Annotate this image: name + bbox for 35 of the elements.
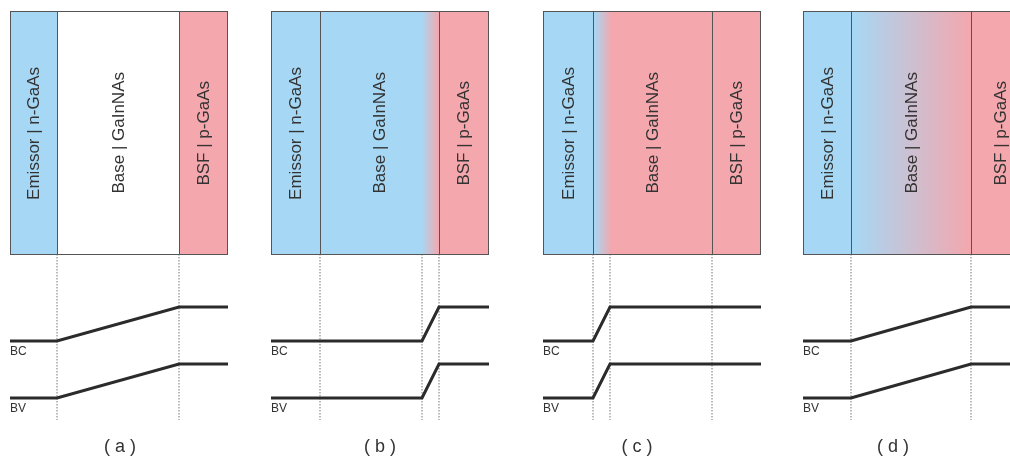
base-layer bbox=[851, 11, 972, 255]
band-label: BC bbox=[271, 345, 288, 357]
layer-label: Emissor | n-GaAs bbox=[23, 66, 45, 200]
layer-label: Base | GaInNAs bbox=[900, 72, 922, 194]
emitter-layer bbox=[543, 11, 594, 255]
emitter-layer bbox=[803, 11, 852, 255]
layer-label: BSF | p-GaAs bbox=[725, 80, 747, 186]
bsf-layer bbox=[179, 11, 228, 255]
emitter-layer bbox=[271, 11, 321, 255]
band-label: BV bbox=[803, 402, 819, 414]
band-label: BC bbox=[543, 345, 560, 357]
base-layer bbox=[57, 11, 180, 255]
layer-label: Emissor | n-GaAs bbox=[285, 66, 307, 200]
emitter-layer bbox=[10, 11, 58, 255]
layer-label: Emissor | n-GaAs bbox=[557, 66, 579, 200]
band-label: BV bbox=[10, 402, 26, 414]
band-label: BV bbox=[271, 402, 287, 414]
panel-caption: ( d ) bbox=[877, 437, 909, 455]
panel-caption: ( b ) bbox=[364, 437, 396, 455]
layer-label: BSF | p-GaAs bbox=[192, 80, 214, 186]
bsf-layer bbox=[439, 11, 489, 255]
base-layer bbox=[320, 11, 440, 255]
band-label: BC bbox=[803, 345, 820, 357]
bsf-layer bbox=[712, 11, 761, 255]
band-label: BV bbox=[543, 402, 559, 414]
layer-label: Base | GaInNAs bbox=[107, 72, 129, 194]
layer-label: Emissor | n-GaAs bbox=[816, 66, 838, 200]
base-layer bbox=[593, 11, 713, 255]
panel-caption: ( c ) bbox=[621, 437, 653, 455]
layer-label: BSF | p-GaAs bbox=[453, 80, 475, 186]
layer-label: Base | GaInNAs bbox=[642, 72, 664, 194]
layer-label: Base | GaInNAs bbox=[369, 72, 391, 194]
panel-caption: ( a ) bbox=[104, 437, 136, 455]
band-label: BC bbox=[10, 345, 27, 357]
layer-label: BSF | p-GaAs bbox=[990, 80, 1010, 186]
